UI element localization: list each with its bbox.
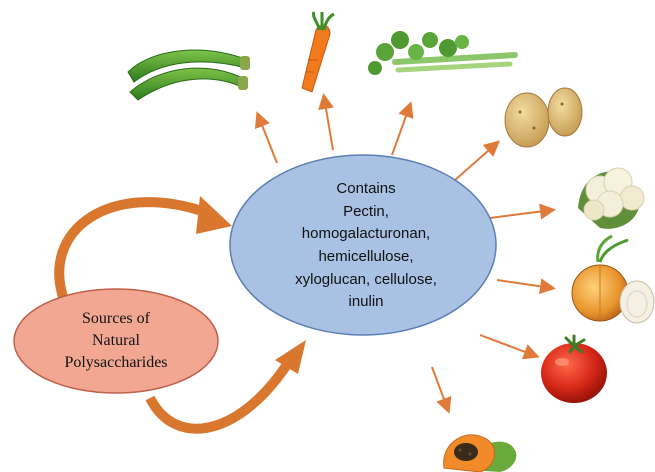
- papaya-image: [444, 435, 517, 472]
- arrow-to-onion: [497, 280, 552, 288]
- arrow-to-carrot: [324, 97, 333, 150]
- arrow-to-potato: [455, 143, 497, 180]
- source-line-1: Sources of: [82, 310, 151, 327]
- okra-image: [128, 50, 250, 100]
- potato-image: [505, 88, 582, 147]
- center-node: Contains Pectin, homogalacturonan, hemic…: [230, 155, 496, 335]
- arrow-to-papaya: [432, 367, 448, 410]
- source-line-3: Polysaccharides: [64, 354, 167, 371]
- center-line-2: Pectin,: [343, 203, 389, 220]
- source-line-2: Natural: [92, 332, 141, 349]
- source-node: Sources of Natural Polysaccharides: [14, 289, 218, 393]
- arrow-to-tomato: [480, 335, 536, 356]
- celery-image: [368, 31, 515, 75]
- center-line-3: homogalacturonan,: [302, 225, 430, 242]
- tomato-image: [541, 336, 607, 403]
- curved-arrow-upper: [59, 196, 232, 300]
- arrow-to-okra: [258, 115, 277, 163]
- arrow-to-celery: [392, 105, 410, 155]
- center-line-6: inulin: [348, 293, 383, 310]
- arrow-to-cauliflower: [490, 210, 552, 218]
- onion-image: [572, 236, 654, 323]
- center-line-1: Contains: [336, 180, 395, 197]
- cauliflower-image: [578, 168, 644, 229]
- carrot-image: [302, 12, 334, 92]
- center-line-4: hemicellulose,: [318, 248, 413, 265]
- center-line-5: xyloglucan, cellulose,: [295, 271, 437, 288]
